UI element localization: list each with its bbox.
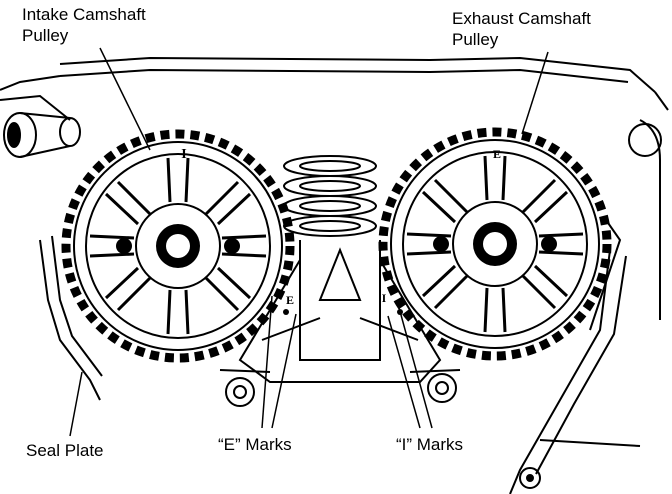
intake-top-mark: I	[181, 147, 186, 162]
seal-plate-label: Seal Plate	[26, 441, 104, 460]
e-mark-leader-1	[261, 295, 273, 429]
leader-lines	[69, 47, 549, 437]
exhaust-side-mark: I	[382, 291, 387, 305]
cylinder-head-outline	[0, 56, 669, 111]
exhaust-leader	[521, 51, 549, 135]
seal-plate-leader	[69, 371, 83, 437]
e-mark-leader-2	[271, 313, 297, 429]
exhaust-pulley-label: Exhaust Camshaft Pulley	[452, 8, 591, 50]
e-marks-label: “E” Marks	[218, 435, 292, 454]
left-timing-cover	[39, 235, 103, 401]
exhaust-camshaft-pulley	[378, 127, 612, 361]
exhaust-top-mark: E	[493, 147, 501, 161]
i-mark-leader-2	[397, 303, 433, 429]
exhaust-label-line1: Exhaust Camshaft	[452, 9, 591, 28]
center-cam-bearings	[283, 155, 377, 237]
intake-label-line1: Intake Camshaft	[22, 5, 146, 24]
right-tensioner-arm	[509, 249, 641, 494]
right-bracket	[589, 119, 662, 331]
seal-plate	[219, 240, 461, 407]
exhaust-label-line2: Pulley	[452, 30, 499, 49]
mark-dots	[283, 309, 403, 315]
i-mark-leader-1	[387, 315, 421, 429]
intake-label-line2: Pulley	[22, 26, 69, 45]
intake-side-mark: E	[286, 293, 294, 307]
intake-pulley-label: Intake Camshaft Pulley	[22, 4, 146, 46]
i-marks-label: “I” Marks	[396, 435, 464, 454]
intake-camshaft-pulley	[61, 129, 295, 363]
left-camshaft-end	[0, 94, 81, 158]
intake-leader	[99, 47, 151, 151]
